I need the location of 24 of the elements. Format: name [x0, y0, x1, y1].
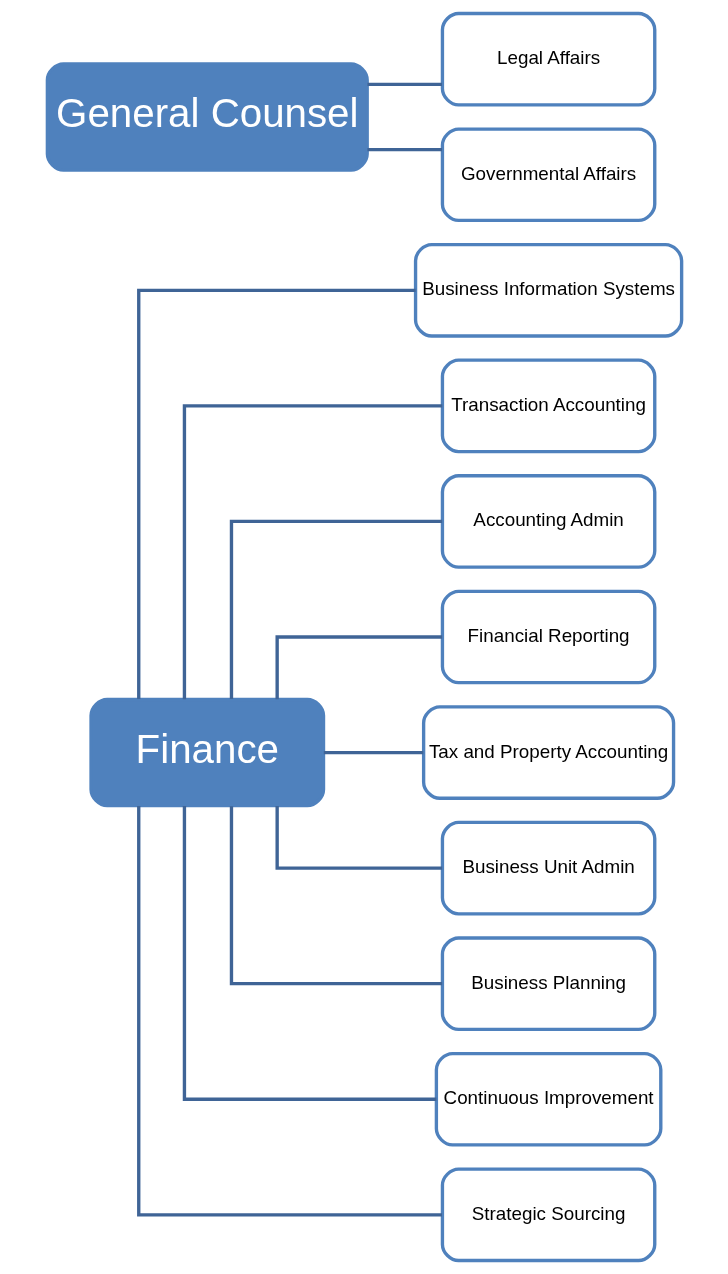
connector	[182, 806, 436, 1101]
connector	[275, 805, 442, 870]
connector	[323, 750, 423, 755]
connector	[366, 82, 442, 87]
node-box: General Counsel	[45, 62, 369, 172]
node-box: Transaction Accounting	[440, 358, 656, 454]
connector	[136, 288, 416, 700]
connector	[366, 147, 442, 152]
connector	[275, 635, 442, 700]
connector	[229, 806, 442, 986]
node-box: Accounting Admin	[440, 474, 656, 569]
node-box: Financial Reporting	[440, 589, 656, 685]
node-box: Legal Affairs	[440, 11, 656, 107]
connector	[229, 519, 442, 699]
node-box: Business Unit Admin	[440, 820, 656, 916]
node-box: Business Information Systems	[413, 242, 683, 338]
node-box: Continuous Improvement	[434, 1051, 662, 1147]
connector	[136, 806, 442, 1217]
connector	[182, 404, 442, 700]
node-box: Tax and Property Accounting	[421, 705, 675, 800]
node-box: Finance	[88, 697, 325, 808]
node-box: Governmental Affairs	[440, 127, 656, 223]
node-box: Strategic Sourcing	[440, 1167, 656, 1263]
node-box: Business Planning	[440, 936, 656, 1032]
